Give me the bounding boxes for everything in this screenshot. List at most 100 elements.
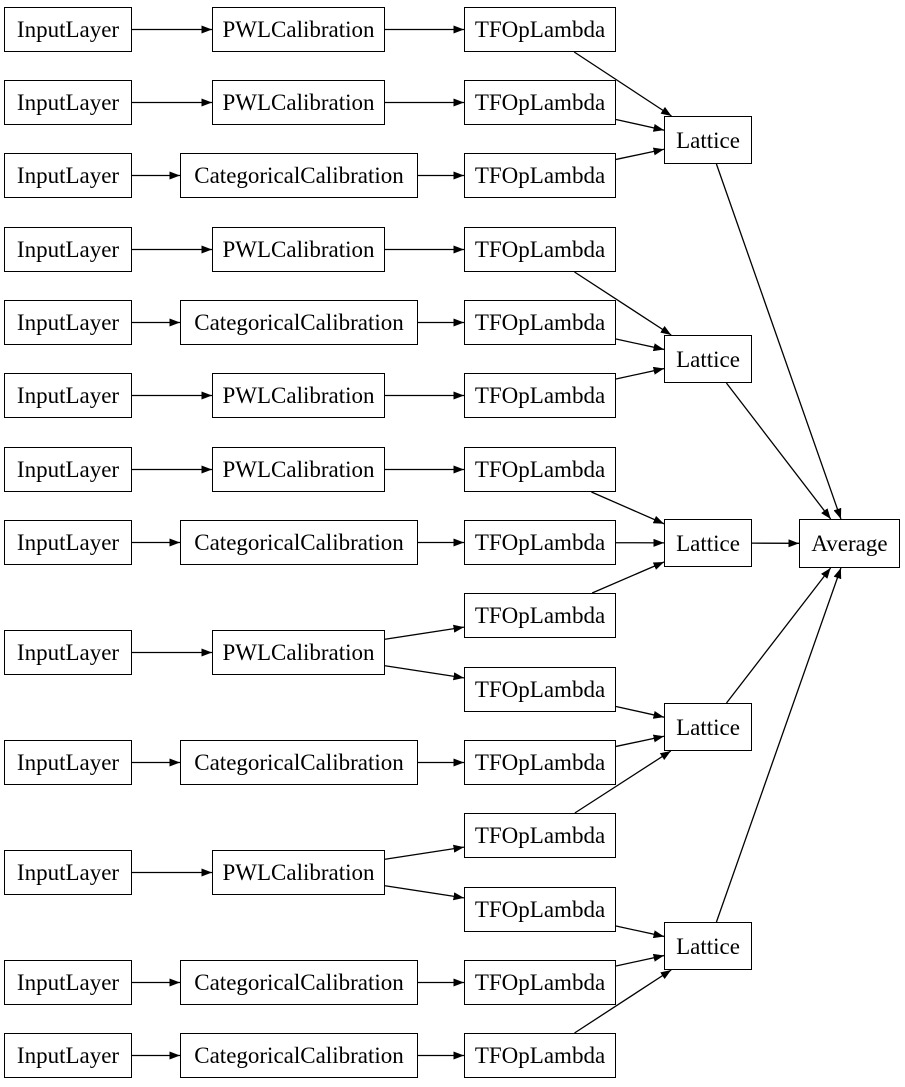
node-label: PWLCalibration [222,383,375,408]
node-pwlcalibration: PWLCalibration [212,227,385,272]
edge-tf6-lat2 [615,366,665,380]
node-tfoplambda: TFOpLambda [464,520,616,565]
node-label: TFOpLambda [474,530,606,555]
node-inputlayer: InputLayer [4,850,132,895]
node-pwlcalibration: PWLCalibration [212,7,385,52]
node-tfoplambda: TFOpLambda [464,447,616,492]
node-label: InputLayer [16,90,120,115]
node-lattice: Lattice [664,519,752,567]
node-label: Lattice [676,933,740,959]
node-label: InputLayer [16,970,120,995]
edge-tf4-lat2 [574,271,672,336]
node-label: CategoricalCalibration [194,1043,404,1068]
node-inputlayer: InputLayer [4,740,132,785]
edge-lat5-avg [715,567,842,923]
edge-tf1-lat1 [573,51,672,117]
node-label: TFOpLambda [474,823,606,848]
node-label: InputLayer [16,530,120,555]
node-inputlayer: InputLayer [4,630,132,675]
node-label: InputLayer [16,1043,120,1068]
node-label: TFOpLambda [474,897,606,922]
node-tfoplambda: TFOpLambda [464,7,616,52]
node-label: TFOpLambda [474,677,606,702]
node-inputlayer: InputLayer [4,960,132,1005]
node-tfoplambda: TFOpLambda [464,960,616,1005]
node-label: CategoricalCalibration [194,970,404,995]
node-label: PWLCalibration [222,457,375,482]
node-tfoplambda: TFOpLambda [464,373,616,418]
node-label: PWLCalibration [222,17,375,42]
edge-cal11-tf13 [384,885,465,901]
node-label: PWLCalibration [222,640,375,665]
node-label: Average [811,531,888,556]
edge-tf13-lat5 [615,925,665,939]
node-inputlayer: InputLayer [4,520,132,565]
node-label: TFOpLambda [474,383,606,408]
node-lattice: Lattice [664,116,752,164]
node-pwlcalibration: PWLCalibration [212,630,385,675]
node-lattice: Lattice [664,335,752,383]
node-label: TFOpLambda [474,237,606,262]
edge-tf11-lat4 [615,734,665,748]
edge-tf2-lat1 [615,118,665,132]
node-label: CategoricalCalibration [194,163,404,188]
node-label: Lattice [676,530,740,556]
node-categoricalcalibration: CategoricalCalibration [180,520,418,565]
node-label: Lattice [676,346,740,372]
node-tfoplambda: TFOpLambda [464,813,616,858]
edge-tf10-lat4 [615,705,665,719]
node-label: TFOpLambda [474,970,606,995]
node-tfoplambda: TFOpLambda [464,80,616,125]
node-categoricalcalibration: CategoricalCalibration [180,1033,418,1078]
node-inputlayer: InputLayer [4,153,132,198]
node-label: PWLCalibration [222,90,375,115]
node-average: Average [799,519,900,568]
node-label: TFOpLambda [474,457,606,482]
node-tfoplambda: TFOpLambda [464,227,616,272]
node-inputlayer: InputLayer [4,373,132,418]
node-label: TFOpLambda [474,163,606,188]
node-categoricalcalibration: CategoricalCalibration [180,300,418,345]
node-inputlayer: InputLayer [4,80,132,125]
node-categoricalcalibration: CategoricalCalibration [180,960,418,1005]
node-label: TFOpLambda [474,1043,606,1068]
edge-lat1-avg [715,163,842,520]
edge-lat4-avg [725,567,832,704]
edge-cal11-tf12 [384,844,465,860]
edge-tf9-lat3 [591,561,665,594]
node-pwlcalibration: PWLCalibration [212,373,385,418]
node-categoricalcalibration: CategoricalCalibration [180,153,418,198]
node-pwlcalibration: PWLCalibration [212,80,385,125]
node-label: InputLayer [16,163,120,188]
node-label: InputLayer [16,310,120,335]
edge-tf15-lat5 [574,969,672,1034]
edge-cal9-tf9 [384,624,465,640]
edge-tf7-lat3 [591,491,665,525]
node-label: InputLayer [16,750,120,775]
node-label: PWLCalibration [222,860,375,885]
node-tfoplambda: TFOpLambda [464,153,616,198]
node-tfoplambda: TFOpLambda [464,740,616,785]
node-tfoplambda: TFOpLambda [464,300,616,345]
edge-cal9-tf10 [384,665,465,681]
node-label: InputLayer [16,640,120,665]
edge-tf12-lat4 [574,750,672,814]
node-inputlayer: InputLayer [4,1033,132,1078]
node-label: Lattice [676,714,740,740]
node-pwlcalibration: PWLCalibration [212,447,385,492]
node-categoricalcalibration: CategoricalCalibration [180,740,418,785]
node-label: Lattice [676,127,740,153]
node-tfoplambda: TFOpLambda [464,1033,616,1078]
node-tfoplambda: TFOpLambda [464,667,616,712]
node-inputlayer: InputLayer [4,447,132,492]
node-label: CategoricalCalibration [194,310,404,335]
node-lattice: Lattice [664,703,752,751]
node-label: InputLayer [16,457,120,482]
node-label: TFOpLambda [474,90,606,115]
edge-lat2-avg [725,382,832,520]
node-label: TFOpLambda [474,603,606,628]
node-label: CategoricalCalibration [194,530,404,555]
node-label: TFOpLambda [474,750,606,775]
